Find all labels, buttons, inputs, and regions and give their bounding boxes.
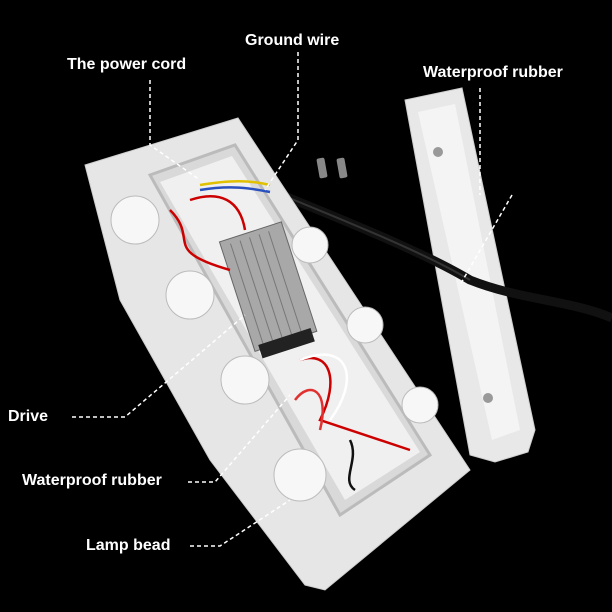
label-waterproof-rubber-bottom: Waterproof rubber: [22, 472, 162, 489]
label-waterproof-rubber-top: Waterproof rubber: [423, 64, 563, 81]
driver-box: [218, 221, 318, 359]
label-lamp-bead: Lamp bead: [86, 537, 171, 554]
label-ground-wire: Ground wire: [245, 32, 340, 49]
label-power-cord: The power cord: [67, 56, 187, 73]
label-drive: Drive: [8, 408, 49, 425]
housing: [84, 117, 471, 591]
leader-lines: [72, 52, 513, 547]
